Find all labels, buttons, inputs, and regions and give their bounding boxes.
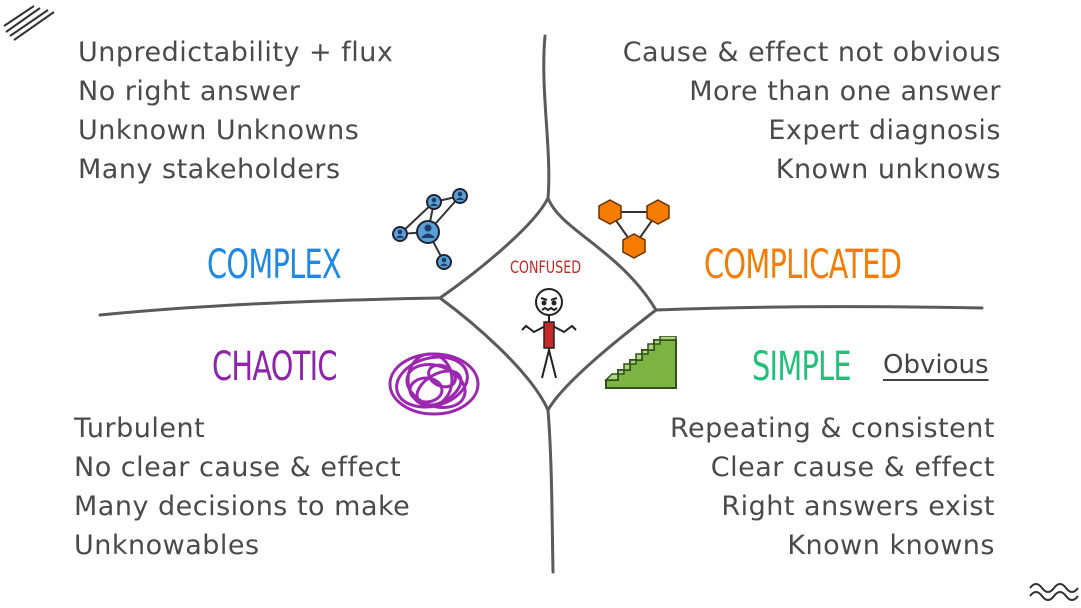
hexagon-graph-icon	[598, 199, 670, 259]
network-icon	[392, 188, 468, 270]
simple-trait: Clear cause & effect	[710, 452, 995, 483]
chaotic-trait: Many decisions to make	[74, 491, 411, 522]
simple-trait: Known knowns	[787, 530, 995, 561]
chaotic-trait: No clear cause & effect	[74, 452, 402, 483]
complicated-domain-label: COMPLICATED	[704, 242, 902, 288]
complicated-trait: Expert diagnosis	[768, 115, 1001, 146]
simple-domain-label: SIMPLE	[752, 344, 852, 390]
complicated-trait: Known unknows	[775, 154, 1001, 185]
chaotic-domain-label: CHAOTIC	[212, 344, 338, 390]
confused-person-icon	[521, 288, 577, 379]
obvious-alt-label: Obvious	[883, 350, 989, 380]
complex-trait: Unknown Unknowns	[78, 115, 360, 146]
simple-trait: Repeating & consistent	[669, 413, 995, 444]
complex-traits-list: Unpredictability + flux No right answer …	[78, 34, 393, 190]
complicated-trait: More than one answer	[689, 76, 1001, 107]
chaotic-traits-list: Turbulent No clear cause & effect Many d…	[74, 410, 410, 566]
chaotic-trait: Unknowables	[74, 530, 260, 561]
complicated-traits-list: Cause & effect not obvious More than one…	[623, 34, 1001, 190]
simple-traits-list: Repeating & consistent Clear cause & eff…	[670, 410, 995, 566]
scribble-icon	[388, 352, 480, 416]
complicated-trait: Cause & effect not obvious	[622, 37, 1001, 68]
complex-trait: Many stakeholders	[78, 154, 341, 185]
stairs-icon	[604, 336, 677, 389]
complex-trait: Unpredictability + flux	[78, 37, 394, 68]
chaotic-trait: Turbulent	[74, 413, 206, 444]
simple-trait: Right answers exist	[721, 491, 995, 522]
confused-domain-label: CONFUSED	[510, 258, 582, 278]
complex-domain-label: COMPLEX	[207, 242, 342, 288]
complex-trait: No right answer	[78, 76, 301, 107]
